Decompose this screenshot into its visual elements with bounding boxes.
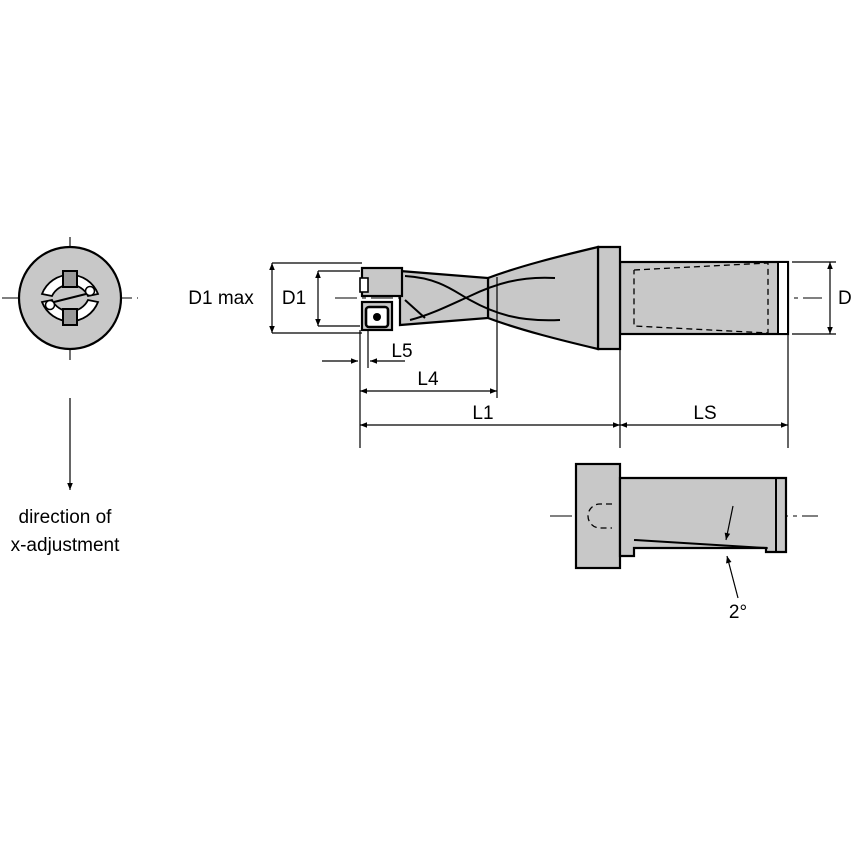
d1-label: D1	[282, 288, 306, 309]
fluted-section	[398, 269, 490, 327]
flute-helix-1	[404, 275, 561, 322]
l1-label: L1	[472, 403, 493, 424]
end-view-flute-lower	[40, 298, 100, 323]
d-label: D	[838, 288, 852, 309]
angle-label: 2°	[729, 602, 747, 623]
adjustment-indicator: direction of x-adjustment	[11, 398, 120, 556]
detail-collar	[574, 462, 622, 570]
detail-flat-line	[633, 539, 767, 549]
collar-flange	[596, 245, 622, 351]
d1max-label: D1 max	[188, 288, 254, 309]
flute-helix-2	[409, 276, 556, 321]
end-view-flute-upper	[40, 273, 100, 298]
ls-label: LS	[693, 403, 716, 424]
end-view-insert-top	[62, 270, 78, 288]
l5-label: L5	[391, 341, 412, 362]
detail-hidden-hole	[587, 503, 612, 529]
shank-hidden-taper	[633, 262, 769, 334]
detail-angle-arrow-bottom	[726, 555, 739, 599]
end-view	[2, 237, 138, 360]
insert-screw	[373, 313, 381, 321]
adjustment-label-line1: direction of	[19, 507, 113, 528]
body-transition	[486, 245, 600, 351]
l4-label: L4	[417, 369, 439, 390]
detail-angle-arrow-top	[724, 505, 734, 541]
end-view-insert-bottom	[62, 308, 78, 326]
side-view: D1 max D1 D L5 L4 L1 LS	[188, 245, 852, 448]
shank-detail-view: 2°	[550, 462, 818, 623]
end-view-coolant-hole-1	[84, 285, 96, 297]
flute-edge	[404, 299, 426, 319]
adjustment-label-line2: x-adjustment	[11, 535, 120, 556]
end-view-coolant-hole-2	[44, 299, 56, 311]
insert-top	[359, 277, 369, 293]
end-view-web-line	[53, 293, 87, 303]
shank-end-chamfer	[777, 261, 789, 335]
shank-body	[618, 260, 790, 336]
